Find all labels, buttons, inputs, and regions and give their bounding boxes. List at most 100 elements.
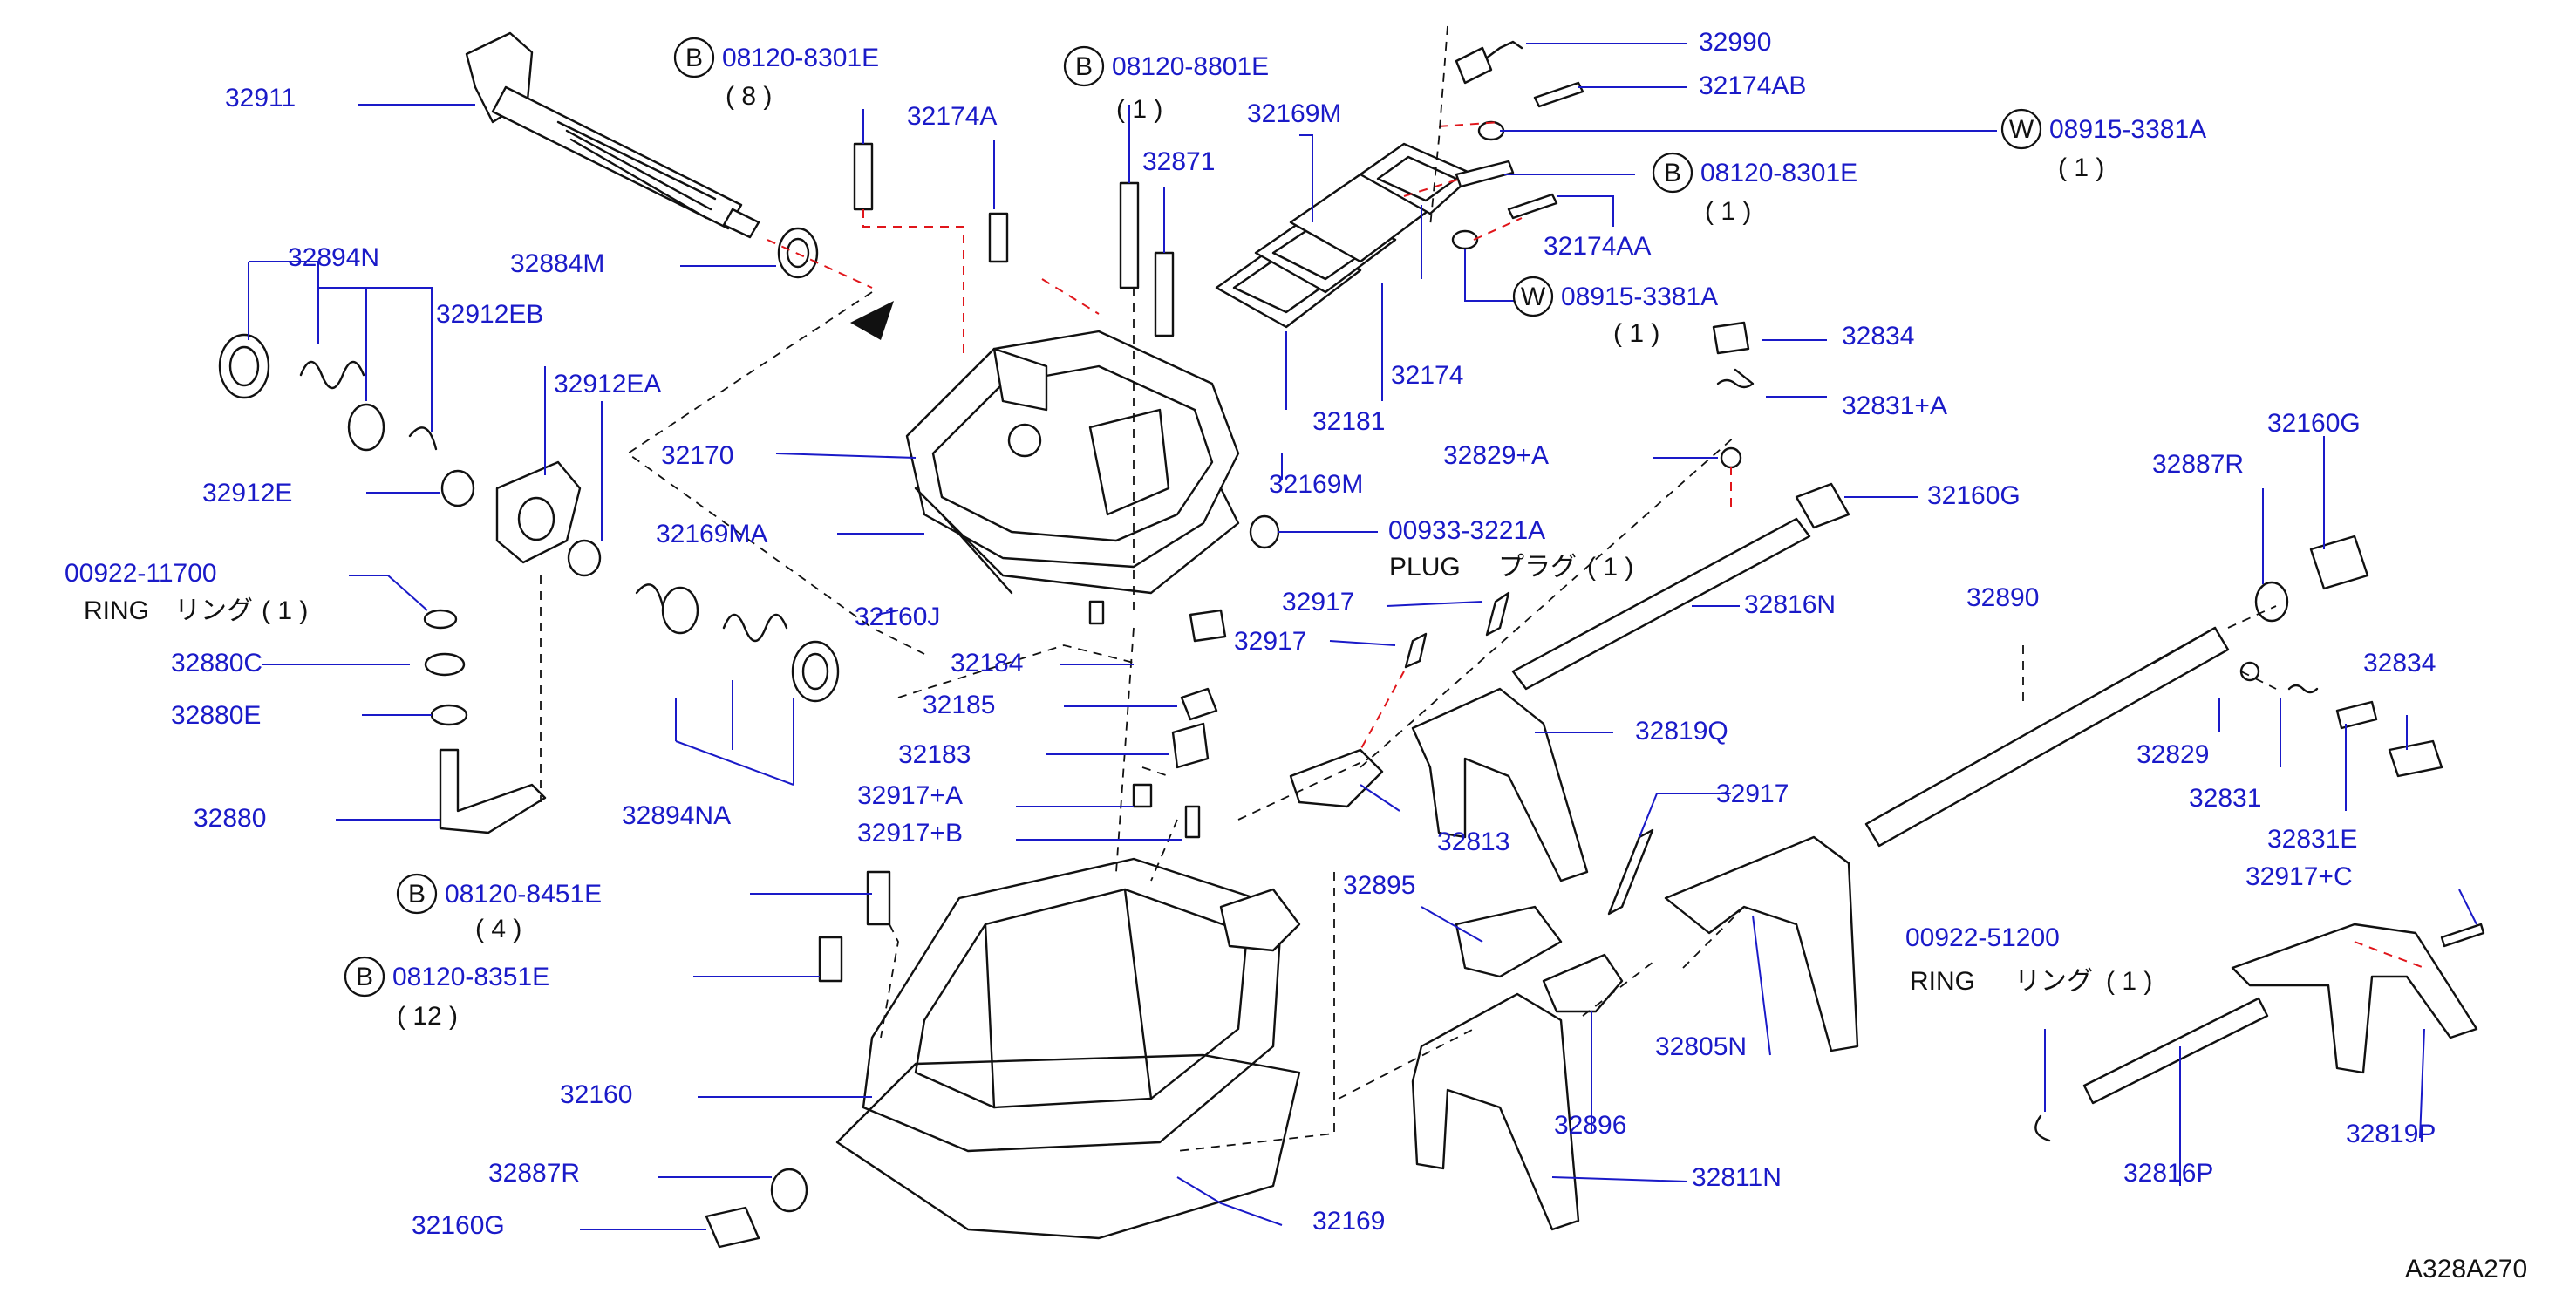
bracket-32813 — [1289, 748, 1384, 808]
plug-label: PLUG — [1389, 553, 1461, 582]
fork-32811N — [1411, 992, 1580, 1231]
part-number-label: 32990 — [1699, 28, 1771, 57]
spring-32831 — [2287, 684, 2319, 694]
ball-32829A — [1720, 446, 1742, 469]
badge-letter: B — [408, 880, 426, 909]
part-number-label: 00922-51200 — [1905, 923, 2060, 952]
part-number-label: 32912EA — [554, 370, 661, 398]
ring-label: RING — [84, 596, 149, 625]
bolt-08120-8301E-b — [1455, 160, 1515, 188]
part-number-label: 32174AB — [1699, 72, 1806, 100]
part-number-label: 32917 — [1282, 588, 1354, 616]
leader-lines — [248, 43, 2477, 1230]
ring-label: RING — [1910, 967, 1975, 996]
part-number-label: 32831E — [2267, 825, 2357, 854]
assembly-guides — [540, 25, 2425, 1152]
part-number-label: 08915-3381A — [2049, 115, 2206, 144]
case-32160 — [862, 857, 1301, 1153]
part-number-label: 32829+A — [1443, 441, 1549, 470]
part-number-label: 32816P — [2123, 1159, 2213, 1188]
pin-32160J — [1088, 600, 1105, 625]
badge-circle-icon — [396, 873, 438, 915]
part-number-label: 32894N — [288, 243, 379, 272]
bushing-32160G-right — [2309, 535, 2369, 590]
direction-arrow-icon — [850, 301, 894, 340]
diagram-id: A328A270 — [2405, 1255, 2527, 1284]
quantity-label: ( 4 ) — [475, 915, 521, 943]
part-number-label: 08915-3381A — [1561, 283, 1718, 311]
part-number-label: 32834 — [2363, 649, 2436, 678]
part-number-label: 32184 — [951, 649, 1023, 678]
part-number-label: 32169M — [1247, 99, 1341, 128]
part-number-label: 32160G — [2267, 409, 2361, 438]
part-number-label: 32181 — [1312, 407, 1385, 436]
bolt-32174AA — [1507, 193, 1558, 220]
badge-circle-icon — [1063, 45, 1105, 87]
quantity-label: ( 1 ) — [2058, 153, 2104, 182]
rod-32816N — [1511, 517, 1811, 691]
quantity-label: ( 12 ) — [397, 1002, 458, 1031]
plug-32184 — [1189, 609, 1227, 643]
bushing-32887R-right — [2254, 581, 2289, 623]
badge-letter: W — [1521, 283, 1546, 311]
plug-label-jp: プラグ — [1498, 553, 1577, 582]
quantity-label: ( 1 ) — [1705, 197, 1751, 226]
part-number-label: 32896 — [1554, 1111, 1626, 1140]
quantity-label: ( 8 ) — [726, 82, 772, 111]
gasket-32169MA — [914, 487, 1240, 595]
bushing-32887R-left — [770, 1168, 808, 1213]
bolt-08120-8451E — [866, 870, 891, 926]
part-number-label: 32880C — [171, 649, 262, 678]
part-number-label: 32174AA — [1544, 232, 1651, 261]
shift-shaft-32911 — [465, 31, 760, 239]
bolt-32174A — [988, 212, 1009, 263]
part-number-label: 32834 — [1842, 322, 1914, 351]
pin-32917A — [1132, 783, 1153, 808]
badge-circle-icon — [1512, 276, 1554, 317]
badge-letter: B — [1075, 52, 1093, 81]
bushing-32160G-top — [1795, 482, 1850, 529]
bolt-08120-8801E — [1119, 181, 1140, 289]
lever-32912EB — [495, 460, 582, 564]
ring-00922-51200 — [2034, 1114, 2051, 1142]
part-number-label: 32880E — [171, 701, 261, 730]
pin-32917-c — [1607, 828, 1654, 916]
badge-letter: W — [2009, 115, 2034, 144]
part-number-label: 32819P — [2346, 1120, 2436, 1148]
part-number-label: 08120-8351E — [392, 963, 549, 991]
badge-letter: B — [1664, 159, 1681, 187]
part-number-label: 32169MA — [656, 520, 767, 548]
washer-08915-3381A-b — [1451, 229, 1479, 250]
part-number-label: 32831 — [2189, 784, 2261, 813]
part-number-label: 32169 — [1312, 1207, 1385, 1236]
part-number-label: 32169M — [1269, 470, 1363, 499]
part-number-label: 32816N — [1744, 590, 1836, 619]
arm-32880 — [439, 748, 547, 834]
badge-letter: B — [356, 963, 373, 991]
part-number-label: 32887R — [2152, 450, 2244, 479]
bushing-32912EA — [567, 539, 602, 577]
bushing-32912E — [440, 469, 475, 507]
part-number-label: 00922-11700 — [65, 559, 217, 588]
part-number-label: 32829 — [2136, 740, 2209, 769]
ring-label-jp: リング — [2014, 967, 2093, 996]
collar-set-32894N — [218, 333, 438, 452]
part-number-label: 08120-8801E — [1112, 52, 1269, 81]
badge-circle-icon — [344, 956, 385, 998]
pin-32917-a — [1485, 591, 1510, 637]
ring-quantity: ( 1 ) — [2106, 967, 2152, 996]
part-number-label: 32912EB — [436, 300, 543, 329]
ring-label-jp: リング — [174, 596, 253, 625]
fork-32805N — [1664, 835, 1859, 1052]
gaskets-32169M — [1215, 173, 1432, 329]
part-32185 — [1180, 687, 1218, 721]
part-number-label: 32890 — [1966, 583, 2039, 612]
part-number-label: 32160G — [412, 1211, 505, 1240]
part-number-label: 32917 — [1716, 780, 1789, 808]
washer-32880C — [424, 652, 466, 677]
part-number-label: 32160G — [1927, 481, 2021, 510]
part-number-label: 32887R — [488, 1159, 580, 1188]
part-number-label: 00933-3221A — [1388, 516, 1545, 545]
